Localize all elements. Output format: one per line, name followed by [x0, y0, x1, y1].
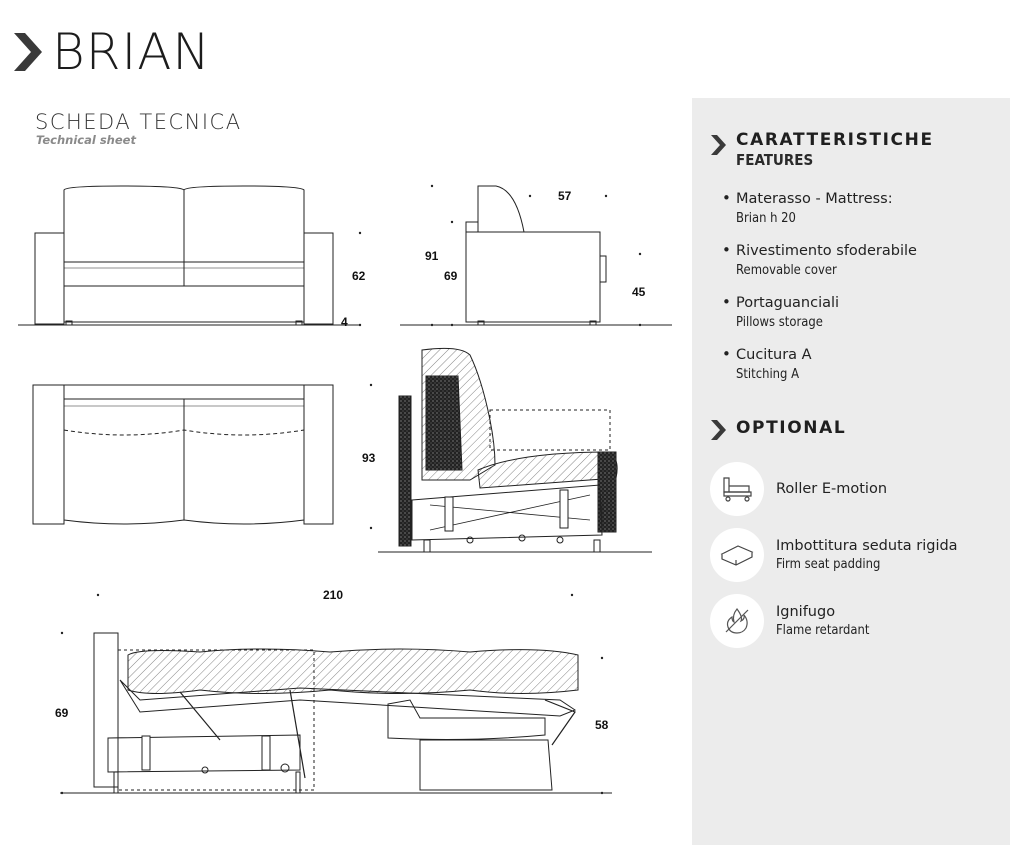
list-item: Cucitura A Stitching A — [722, 345, 917, 384]
dim-side-seat-height: 69 — [444, 269, 458, 283]
optional-item-firm-seat: Imbottitura seduta rigida Firm seat padd… — [710, 528, 958, 582]
chevron-right-icon — [711, 420, 726, 440]
technical-drawings: 62 4 91 69 57 45 93 210 69 58 — [18, 184, 672, 795]
optional-label: Ignifugo — [776, 604, 836, 620]
optional-title: OPTIONAL — [736, 418, 847, 438]
chevron-right-icon — [711, 135, 726, 155]
features-list: Materasso - Mattress: Brian h 20 Rivesti… — [722, 189, 917, 398]
top-view-drawing — [32, 384, 334, 525]
roller-sofa-icon — [710, 462, 764, 516]
dim-side-seat: 45 — [632, 285, 646, 299]
optional-label: Roller E-motion — [776, 481, 888, 497]
sheet-subtitle: Technical sheet — [36, 133, 136, 147]
features-subtitle: FEATURES — [736, 151, 814, 169]
chevron-right-icon — [14, 33, 42, 71]
flame-retardant-icon — [710, 594, 764, 648]
product-name: BRIAN — [52, 23, 211, 81]
dim-section-depth: 93 — [362, 451, 376, 465]
dim-side-depth: 57 — [558, 189, 572, 203]
info-panel: CARATTERISTICHE FEATURES Materasso - Mat… — [692, 98, 1010, 845]
optional-label-en: Flame retardant — [776, 622, 870, 638]
dim-front-height: 62 — [352, 269, 366, 283]
list-item: Rivestimento sfoderabile Removable cover — [722, 241, 917, 280]
optional-item-roller: Roller E-motion — [710, 462, 887, 516]
cross-section-drawing — [378, 347, 652, 553]
dim-open-height-right: 58 — [595, 718, 609, 732]
side-view-drawing — [400, 185, 672, 326]
brand-header: BRIAN — [12, 22, 211, 82]
optional-label: Imbottitura seduta rigida — [776, 538, 958, 554]
dim-open-height-left: 69 — [55, 706, 69, 720]
list-item: Portaguanciali Pillows storage — [722, 293, 917, 332]
dim-open-length: 210 — [323, 588, 343, 602]
features-heading: CARATTERISTICHE FEATURES — [710, 130, 934, 170]
dim-front-feet: 4 — [341, 315, 348, 329]
sheet-title: SCHEDA TECNICA — [35, 110, 242, 134]
seat-padding-icon — [710, 528, 764, 582]
optional-label-en: Firm seat padding — [776, 556, 881, 572]
list-item: Materasso - Mattress: Brian h 20 — [722, 189, 917, 228]
front-view-drawing — [18, 185, 360, 326]
optional-heading: OPTIONAL — [710, 415, 846, 443]
optional-item-flame-retardant: Ignifugo Flame retardant — [710, 594, 885, 648]
dim-side-total-height: 91 — [425, 249, 439, 263]
features-title: CARATTERISTICHE — [736, 130, 934, 150]
open-bed-drawing — [60, 632, 612, 794]
